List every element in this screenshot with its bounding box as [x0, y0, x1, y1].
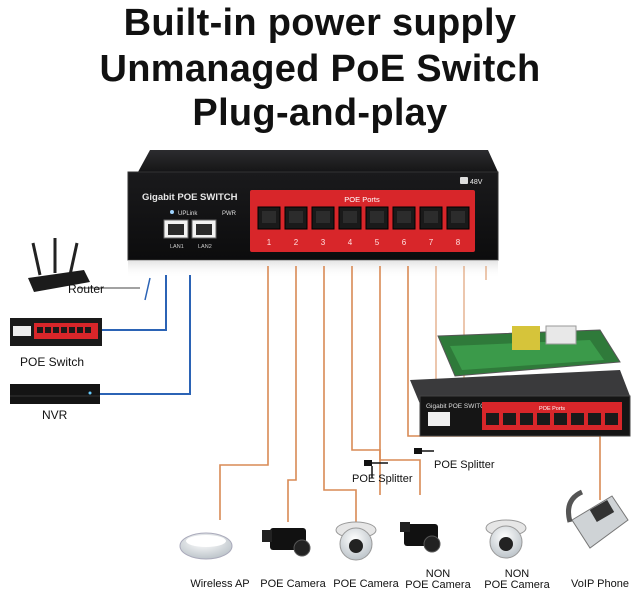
inset-poe-port — [503, 413, 516, 425]
inset-poe-port — [554, 413, 567, 425]
poe-splitter-label-1: POE Splitter — [352, 473, 413, 485]
cable-port5-splitter — [379, 266, 421, 495]
lan1-label: LAN1 — [170, 244, 184, 250]
poe-port-2[interactable] — [284, 206, 308, 230]
endpoint-label-poe-camera-1: POE Camera — [260, 578, 326, 590]
headline-line-2: Unmanaged PoE Switch — [99, 48, 541, 90]
poe-port-8[interactable] — [446, 206, 470, 230]
cable-port1-wireless-ap — [219, 266, 269, 520]
nvr-device — [10, 384, 100, 404]
voip-phone-device — [566, 489, 629, 549]
endpoint-label-voip-phone: VoIP Phone — [571, 578, 629, 590]
cable-port4-splitter — [351, 266, 381, 495]
poe-port-number-3: 3 — [321, 238, 326, 247]
cable-port2-camera — [287, 266, 297, 522]
inset-poe-port — [605, 413, 618, 425]
headline-line-3: Plug-and-play — [192, 92, 448, 134]
poe-splitter-1 — [364, 460, 388, 478]
poe-port-3[interactable] — [311, 206, 335, 230]
poe-port-number-6: 6 — [402, 238, 407, 247]
poe-port-number-7: 7 — [429, 238, 434, 247]
inset-poe-ports-label: POE Ports — [539, 406, 565, 412]
power-label: PWR — [222, 211, 237, 217]
inset-poe-port — [588, 413, 601, 425]
wireless-ap-device — [179, 532, 233, 560]
endpoint-label-non-2-line1: NON — [505, 568, 530, 580]
non-poe-camera-2 — [485, 519, 527, 559]
lan2-label: LAN2 — [198, 244, 212, 250]
inset-poe-port — [571, 413, 584, 425]
cable-port3-camera — [323, 266, 357, 522]
lan-port-2[interactable] — [191, 219, 217, 239]
poe-camera-1 — [262, 528, 311, 557]
poe-camera-2 — [335, 521, 377, 561]
poe-switch-label: POE Switch — [20, 355, 84, 369]
lan-port-1[interactable] — [163, 219, 189, 239]
small-poe-switch — [10, 318, 102, 346]
inset-poe-port — [486, 413, 499, 425]
uplink-label: UPLink — [178, 211, 198, 217]
poe-splitter-label-2: POE Splitter — [434, 459, 495, 471]
inset-poe-port — [537, 413, 550, 425]
switch-brand-label: Gigabit POE SWITCH — [142, 192, 238, 203]
uplink-cables — [98, 275, 191, 395]
endpoint-label-non-2-line2: POE Camera — [484, 579, 550, 591]
poe-port-7[interactable] — [419, 206, 443, 230]
poe-port-6[interactable] — [392, 206, 416, 230]
poe-port-number-4: 4 — [348, 238, 353, 247]
nvr-label: NVR — [42, 408, 68, 422]
poe-port-number-2: 2 — [294, 238, 299, 247]
poe-port-number-1: 1 — [267, 238, 272, 247]
inset-brand-label: Gigabit POE SWITCH — [426, 403, 490, 410]
poe-ports-row: 1 2 3 4 5 6 7 8 — [257, 206, 470, 247]
router-label: Router — [68, 282, 104, 296]
poe-port-4[interactable] — [338, 206, 362, 230]
poe-port-number-5: 5 — [375, 238, 380, 247]
poe-ports-label: POE Ports — [344, 195, 380, 204]
endpoint-label-non-1-line2: POE Camera — [405, 579, 471, 591]
cable-to-router — [144, 277, 151, 301]
endpoint-label-wireless-ap: Wireless AP — [190, 578, 249, 590]
poe-port-number-8: 8 — [456, 238, 461, 247]
poe-port-1[interactable] — [257, 206, 281, 230]
endpoint-label-non-1-line1: NON — [426, 568, 451, 580]
poe-port-panel — [250, 190, 475, 252]
switch-internal-inset: Gigabit POE SWITCH POE Ports — [410, 325, 631, 437]
router — [28, 238, 140, 292]
cable-to-poe-switch — [100, 275, 167, 331]
cable-to-nvr — [98, 275, 191, 395]
voltage-label: 48V — [470, 179, 483, 186]
poe-port-5[interactable] — [365, 206, 389, 230]
endpoint-label-poe-camera-2: POE Camera — [333, 578, 399, 590]
non-poe-camera-1 — [400, 522, 441, 553]
inset-poe-port — [520, 413, 533, 425]
poe-splitter-2 — [414, 448, 434, 454]
headline-line-1: Built-in power supply — [123, 2, 517, 44]
main-poe-switch: Gigabit POE SWITCH UPLink PWR LAN1 LAN2 … — [127, 150, 499, 278]
